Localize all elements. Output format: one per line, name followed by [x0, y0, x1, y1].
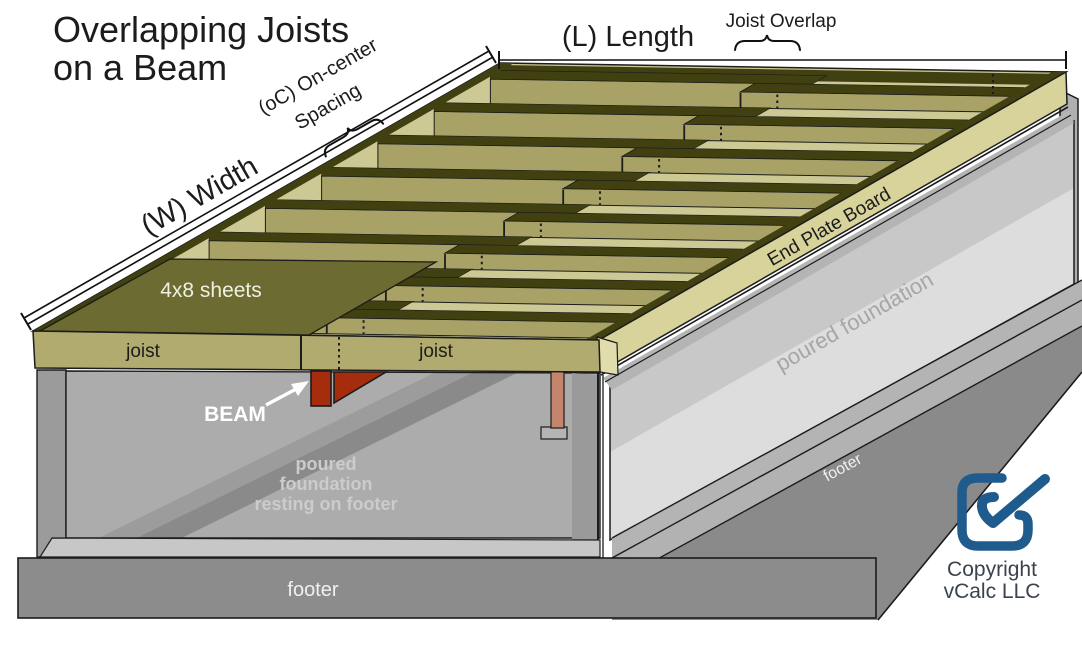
beam-end-face: [310, 370, 332, 407]
diagram-title: Overlapping Joists on a Beam: [53, 9, 349, 88]
length-dim-label: (L) Length: [562, 21, 694, 53]
beam-label: BEAM: [204, 403, 266, 426]
title-line1: Overlapping Joists: [53, 9, 349, 50]
beam-group: BEAM: [204, 370, 389, 426]
joist-overlap-brace-icon: [734, 34, 801, 51]
right-footer-front-face: [612, 326, 1082, 620]
width-edge-rim: [33, 63, 514, 331]
sill-line-upper: [600, 106, 1069, 376]
front-foundation: poured foundation resting on footer foot…: [17, 369, 877, 619]
support-column: [550, 369, 565, 429]
beam-side-face: [333, 371, 389, 405]
interior-beam-front-face: [98, 371, 523, 538]
width-dim-tick-end: [485, 45, 497, 64]
width-dim-rail-2: [27, 56, 494, 325]
front-footer: [17, 557, 877, 619]
title-line2: on a Beam: [53, 47, 227, 88]
oc-spacing-brace-icon: [323, 118, 385, 158]
copyright-line2: vCalc LLC: [944, 580, 1041, 603]
vcalc-branding: Copyright vCalc LLC: [944, 473, 1050, 603]
right-footer-edge-2: [611, 299, 1082, 559]
interior-beam-diagonal: [66, 371, 523, 538]
joist-overlap-label: Joist Overlap: [726, 11, 837, 32]
sheet-label: 4x8 sheets: [160, 279, 262, 302]
front-right-corner-strip: [572, 373, 598, 557]
front-wall-text-line1: poured: [296, 454, 357, 474]
vcalc-checkbox-logo-icon: [957, 473, 1050, 551]
column-footing-pad: [540, 426, 568, 440]
front-footer-label: footer: [287, 579, 338, 601]
front-wall-outline: [65, 370, 601, 539]
right-wall-lower: [610, 188, 1074, 540]
width-dim-rail-1: [23, 50, 490, 319]
copyright-line1: Copyright: [947, 558, 1037, 581]
joist-label-right: joist: [418, 341, 454, 362]
front-joist-band: [32, 330, 601, 373]
length-edge-rim: [585, 72, 1066, 340]
right-footer-bottom-edge: [877, 371, 1082, 621]
sill-line-lower: [604, 114, 1072, 383]
floor-strip: [38, 537, 601, 558]
beam-arrowhead-icon: [291, 381, 309, 396]
front-wall-pilaster: [36, 369, 67, 558]
right-footer-sill: [612, 280, 1082, 558]
front-wall-text-line3: resting on footer: [255, 494, 398, 514]
right-footer-edge-1: [611, 279, 1082, 539]
width-dim-tick-start: [20, 312, 32, 331]
joist-label-left: joist: [125, 341, 161, 362]
right-footer-top-face: [612, 300, 1082, 584]
beam-arrow-line: [265, 386, 299, 407]
right-footer-edge-3: [611, 325, 1082, 585]
right-foundation: poured foundation footer: [600, 88, 1082, 621]
interior-beam-top-face: [66, 371, 478, 538]
front-wall-text-line2: foundation: [280, 474, 373, 494]
